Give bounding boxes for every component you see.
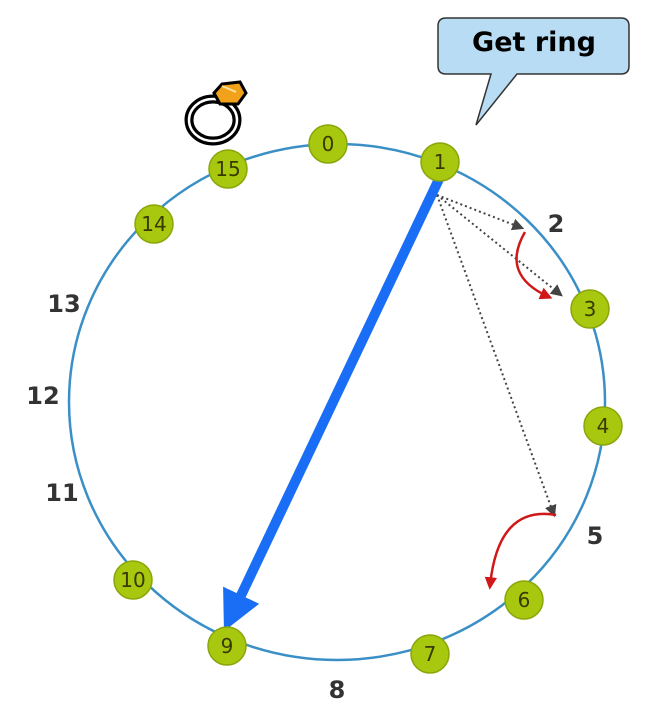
redirect-arrows [484,231,557,590]
position-label-5: 5 [587,522,604,550]
position-label-2: 2 [548,210,565,238]
svg-text:7: 7 [424,642,437,666]
svg-text:6: 6 [518,588,531,612]
ring-node-9: 9 [207,626,247,666]
ring-node-1: 1 [420,142,460,182]
ring-node-15: 15 [208,149,248,189]
ring-node-10: 10 [113,560,153,600]
redirect-arrow-5-to-6 [484,512,557,590]
ring-node-3: 3 [570,289,610,329]
redirect-arrow-2-to-3 [515,231,553,300]
get-ring-callout: Get ring [437,17,630,126]
svg-text:15: 15 [215,157,240,181]
ring-node-0: 0 [308,124,348,164]
ring-node-4: 4 [583,406,623,446]
ring-node-14: 14 [134,204,174,244]
svg-text:14: 14 [141,212,166,236]
svg-text:4: 4 [597,414,610,438]
probe-arrows [436,194,563,518]
ring-nodes: 0 1 3 4 6 7 9 10 [113,124,623,674]
position-label-12: 12 [26,382,59,410]
callout-text: Get ring [472,27,596,58]
svg-text:3: 3 [584,297,597,321]
probe-arrow-5 [436,194,557,518]
ring-token-icon [184,80,248,146]
probe-arrow-2 [436,194,525,231]
svg-text:10: 10 [120,568,145,592]
probe-arrow-3 [436,194,563,297]
position-labels: 2 5 8 11 12 13 [26,210,603,704]
svg-text:9: 9 [221,634,234,658]
svg-text:0: 0 [322,132,335,156]
ring-node-7: 7 [410,634,450,674]
ring-node-6: 6 [504,580,544,620]
jump-arrow-1-to-9 [223,174,445,632]
position-label-11: 11 [45,479,78,507]
position-label-13: 13 [47,290,80,318]
position-label-8: 8 [329,676,346,704]
svg-text:1: 1 [434,150,447,174]
